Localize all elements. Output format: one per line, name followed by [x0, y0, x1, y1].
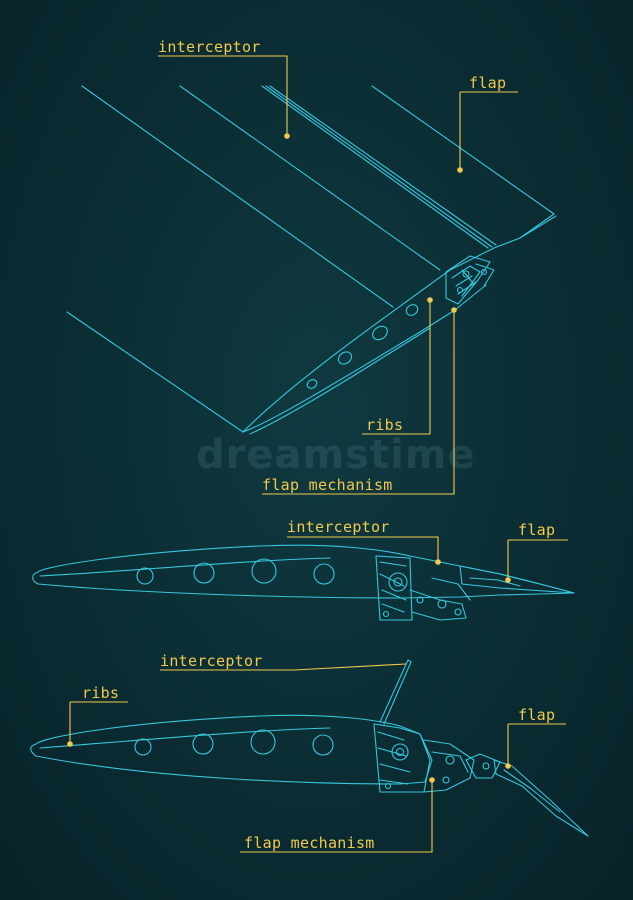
label-interceptor-perspective: interceptor: [158, 38, 261, 56]
callout-dots: [67, 133, 511, 783]
label-flap-retracted: flap: [518, 521, 556, 539]
label-flap-mechanism-extended: flap mechanism: [244, 834, 375, 852]
retracted-flap-mechanism: [375, 555, 471, 621]
label-ribs-extended: ribs: [82, 684, 120, 702]
watermark-text: dreamstime: [196, 432, 476, 478]
label-interceptor-extended: interceptor: [160, 652, 263, 670]
extended-interceptor-panel: [379, 659, 412, 725]
perspective-flap-mechanism: [445, 255, 495, 305]
extended-section-view: [30, 659, 589, 837]
callout-leaders: [69, 55, 568, 853]
label-flap-extended: flap: [518, 706, 556, 724]
retracted-section-view: [32, 544, 575, 621]
extended-flap-mechanism: [373, 723, 501, 793]
perspective-wing-view: [66, 85, 557, 435]
label-flap-mechanism-perspective: flap mechanism: [262, 476, 393, 494]
label-ribs-perspective: ribs: [366, 416, 404, 434]
label-interceptor-retracted: interceptor: [287, 518, 390, 536]
label-flap-perspective: flap: [469, 74, 507, 92]
